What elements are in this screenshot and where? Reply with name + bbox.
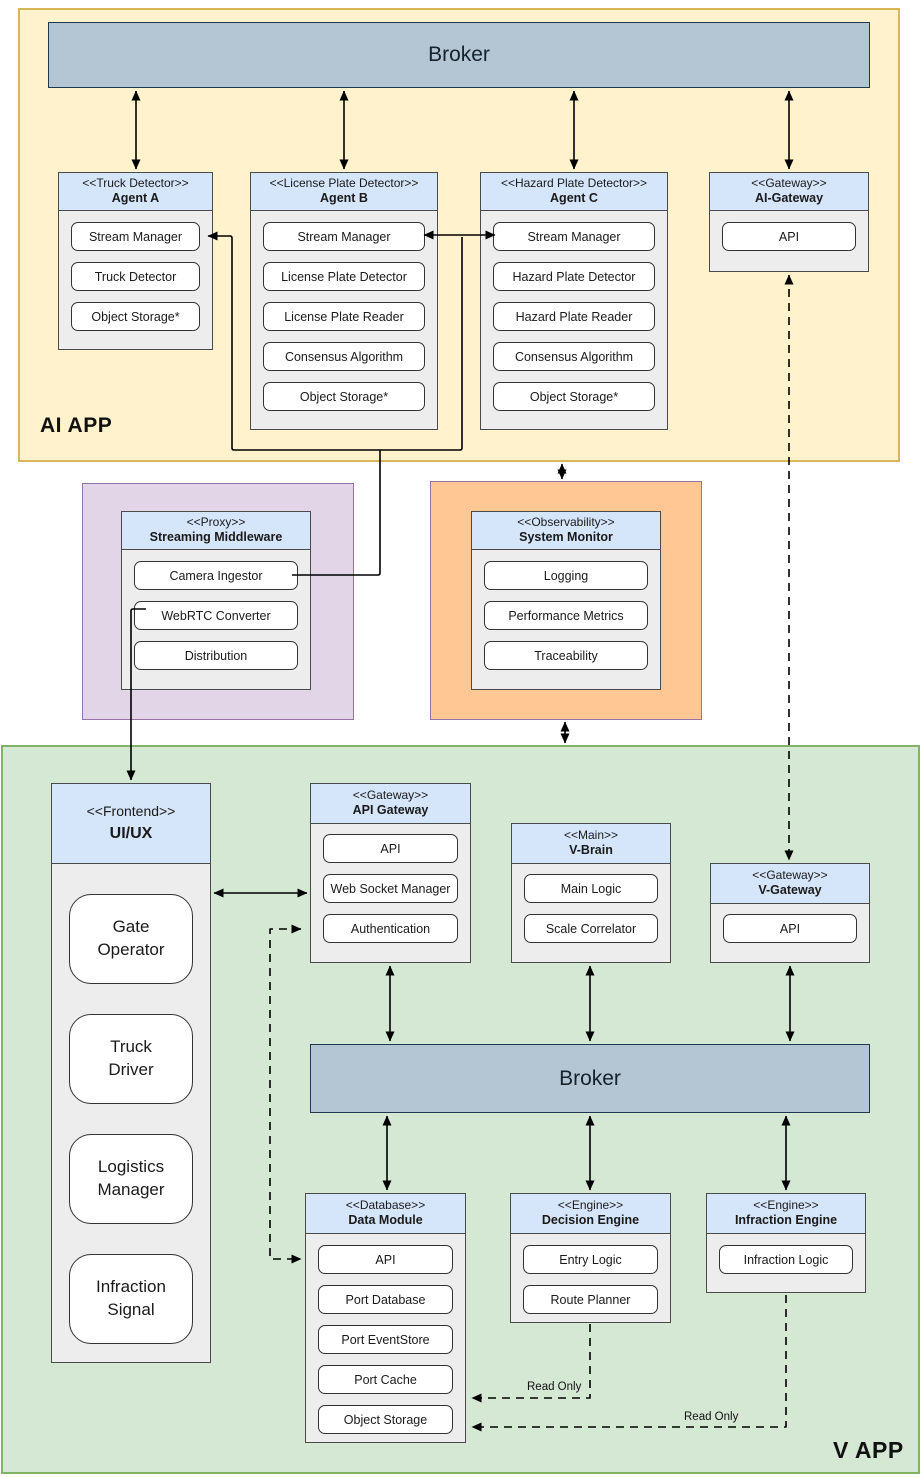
module-stereotype: <<Engine>> (557, 1198, 624, 1213)
module-stereotype: <<Proxy>> (186, 515, 246, 530)
module-name: V-Gateway (758, 883, 822, 898)
component-box: Object Storage* (493, 382, 655, 411)
component-box: Object Storage* (71, 302, 200, 331)
module-api-gateway-header: <<Gateway>> API Gateway (311, 784, 470, 824)
broker-bottom: Broker (310, 1044, 870, 1113)
component-box: Web Socket Manager (323, 874, 458, 903)
module-system-monitor: <<Observability>> System Monitor Logging… (471, 511, 661, 690)
module-infraction-engine-header: <<Engine>> Infraction Engine (707, 1194, 865, 1234)
component-box: Hazard Plate Reader (493, 302, 655, 331)
component-box: Object Storage (318, 1405, 453, 1434)
module-stereotype: <<Database>> (345, 1198, 426, 1213)
component-box: Entry Logic (523, 1245, 658, 1274)
component-box: Route Planner (523, 1285, 658, 1314)
broker-top: Broker (48, 22, 870, 88)
component-box: Consensus Algorithm (263, 342, 425, 371)
module-v-gateway: <<Gateway>> V-Gateway API (710, 863, 870, 963)
component-box: Port Database (318, 1285, 453, 1314)
module-stereotype: <<Frontend>> (86, 803, 176, 820)
module-infraction-engine: <<Engine>> Infraction Engine Infraction … (706, 1193, 866, 1293)
component-box: Authentication (323, 914, 458, 943)
module-agent-b: <<License Plate Detector>> Agent B Strea… (250, 172, 438, 430)
component-box: Object Storage* (263, 382, 425, 411)
module-agent-c: <<Hazard Plate Detector>> Agent C Stream… (480, 172, 668, 430)
component-box: Distribution (134, 641, 298, 670)
module-name: AI-Gateway (754, 191, 824, 206)
module-system-monitor-header: <<Observability>> System Monitor (472, 512, 660, 550)
module-stereotype: <<Observability>> (517, 515, 615, 530)
component-box: Performance Metrics (484, 601, 648, 630)
component-box: Main Logic (524, 874, 658, 903)
component-box: License Plate Detector (263, 262, 425, 291)
component-box: Stream Manager (263, 222, 425, 251)
broker-top-label: Broker (428, 43, 490, 66)
component-box: API (722, 222, 856, 251)
module-name: UI/UX (109, 824, 153, 842)
module-name: API Gateway (352, 803, 429, 818)
module-stereotype: <<Gateway>> (352, 788, 429, 803)
actor-box: Logistics Manager (69, 1134, 193, 1224)
component-box: Truck Detector (71, 262, 200, 291)
module-agent-c-header: <<Hazard Plate Detector>> Agent C (481, 173, 667, 211)
component-box: Stream Manager (493, 222, 655, 251)
component-box: Traceability (484, 641, 648, 670)
component-box: Stream Manager (71, 222, 200, 251)
module-streaming-middleware: <<Proxy>> Streaming Middleware Camera In… (121, 511, 311, 690)
broker-bottom-label: Broker (559, 1066, 621, 1090)
module-stereotype: <<Hazard Plate Detector>> (500, 176, 648, 191)
module-v-gateway-header: <<Gateway>> V-Gateway (711, 864, 869, 904)
module-stereotype: <<Engine>> (753, 1198, 819, 1213)
module-name: Agent A (111, 191, 160, 206)
module-agent-a-header: <<Truck Detector>> Agent A (59, 173, 212, 211)
module-ai-gateway-header: <<Gateway>> AI-Gateway (710, 173, 868, 211)
v-app-label: V APP (833, 1437, 904, 1463)
component-box: Logging (484, 561, 648, 590)
read-only-label-infraction: Read Only (684, 1411, 739, 1423)
component-box: API (723, 914, 857, 943)
module-v-brain-header: <<Main>> V-Brain (512, 824, 670, 864)
component-box: Hazard Plate Detector (493, 262, 655, 291)
module-agent-a: <<Truck Detector>> Agent A Stream Manage… (58, 172, 213, 350)
module-ai-gateway: <<Gateway>> AI-Gateway API (709, 172, 869, 272)
module-decision-engine: <<Engine>> Decision Engine Entry Logic R… (510, 1193, 671, 1323)
module-stereotype: <<Gateway>> (752, 868, 828, 883)
module-name: V-Brain (569, 843, 613, 858)
module-name: Agent B (320, 191, 368, 206)
module-name: Agent C (550, 191, 598, 206)
module-name: Streaming Middleware (149, 530, 283, 545)
module-stereotype: <<Truck Detector>> (82, 176, 189, 191)
module-streaming-middleware-header: <<Proxy>> Streaming Middleware (122, 512, 310, 550)
actor-box: Gate Operator (69, 894, 193, 984)
read-only-label-decision: Read Only (527, 1381, 582, 1393)
module-v-brain: <<Main>> V-Brain Main Logic Scale Correl… (511, 823, 671, 963)
actor-box: Truck Driver (69, 1014, 193, 1104)
module-data-module-header: <<Database>> Data Module (306, 1194, 465, 1234)
module-agent-b-header: <<License Plate Detector>> Agent B (251, 173, 437, 211)
module-api-gateway: <<Gateway>> API Gateway API Web Socket M… (310, 783, 471, 963)
module-name: Infraction Engine (734, 1213, 838, 1228)
component-box: API (318, 1245, 453, 1274)
module-name: Data Module (348, 1213, 423, 1228)
module-stereotype: <<Gateway>> (751, 176, 827, 191)
component-box: License Plate Reader (263, 302, 425, 331)
component-box: Port EventStore (318, 1325, 453, 1354)
component-box: WebRTC Converter (134, 601, 298, 630)
module-name: Decision Engine (541, 1213, 640, 1228)
module-name: System Monitor (519, 530, 613, 545)
actor-box: Infraction Signal (69, 1254, 193, 1344)
component-box: Scale Correlator (524, 914, 658, 943)
component-box: Port Cache (318, 1365, 453, 1394)
module-data-module: <<Database>> Data Module API Port Databa… (305, 1193, 466, 1443)
component-box: Consensus Algorithm (493, 342, 655, 371)
module-ui-ux: <<Frontend>> UI/UX Gate Operator Truck D… (51, 783, 211, 1363)
module-decision-engine-header: <<Engine>> Decision Engine (511, 1194, 670, 1234)
module-stereotype: <<License Plate Detector>> (269, 176, 419, 191)
module-ui-ux-header: <<Frontend>> UI/UX (52, 784, 210, 864)
component-box: Camera Ingestor (134, 561, 298, 590)
ai-app-label: AI APP (40, 414, 113, 437)
module-stereotype: <<Main>> (563, 828, 619, 843)
component-box: API (323, 834, 458, 863)
component-box: Infraction Logic (719, 1245, 853, 1274)
